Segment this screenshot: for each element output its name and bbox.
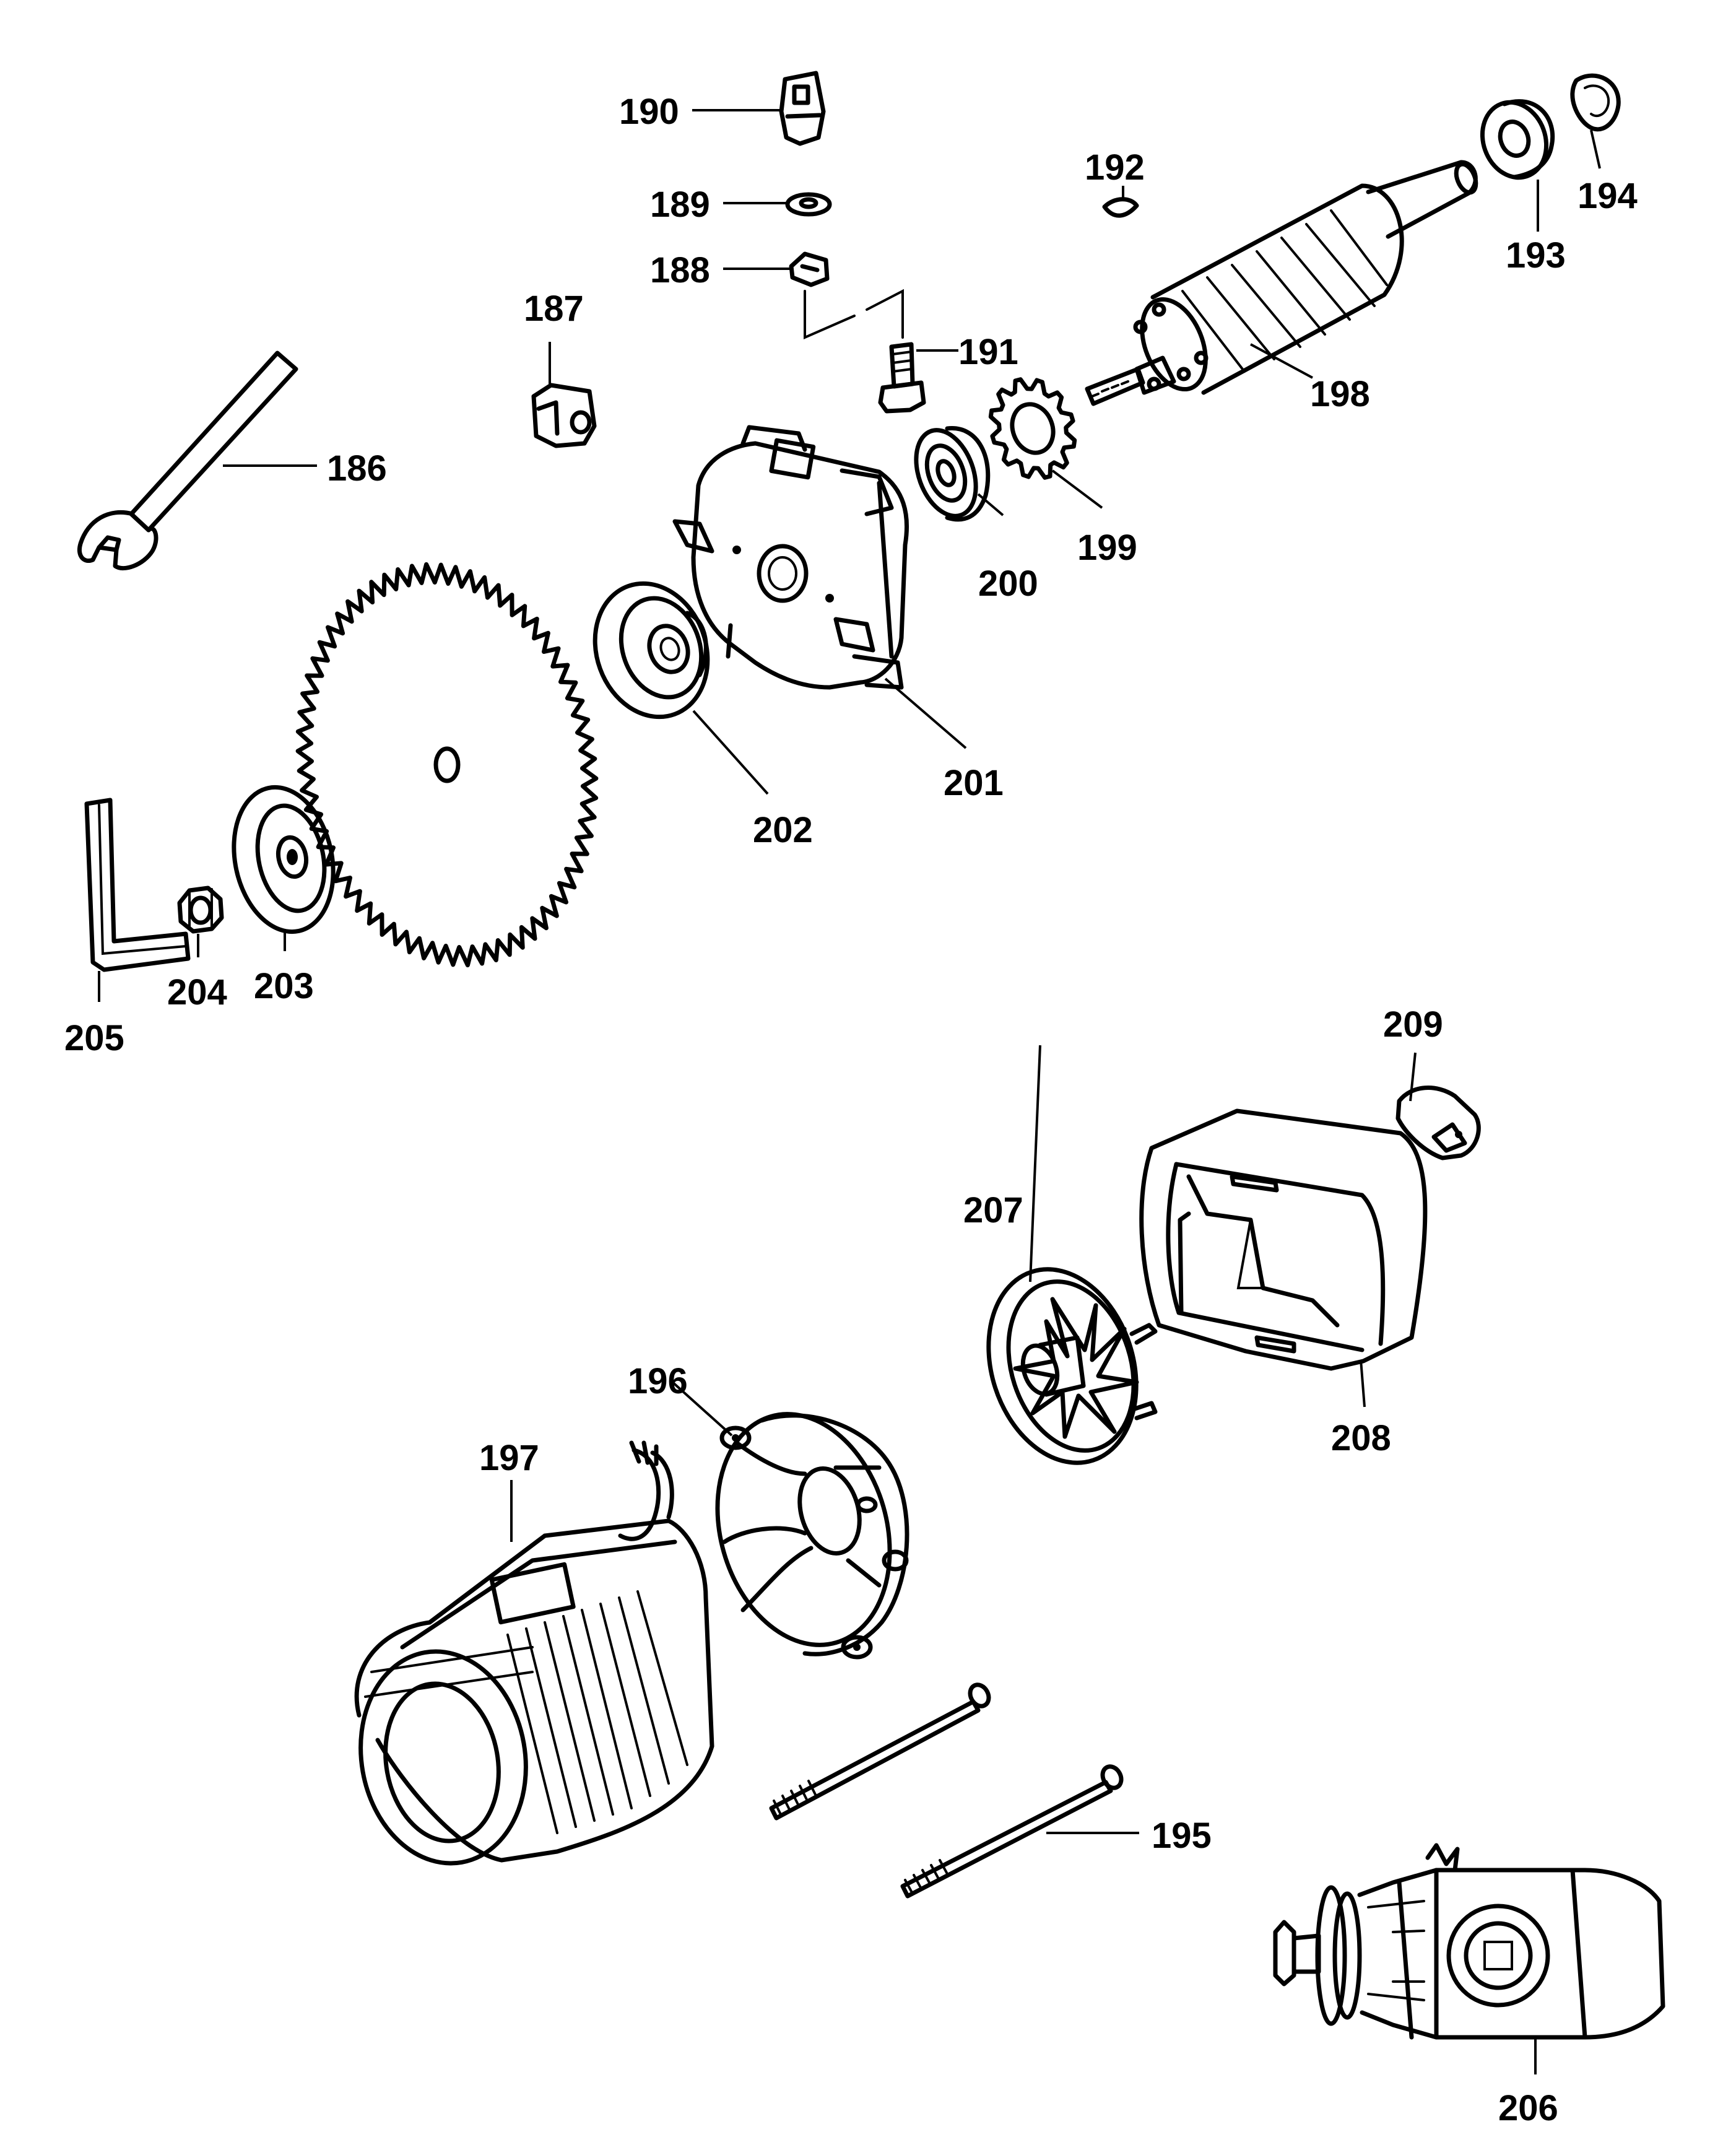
callout-207: 207 — [963, 1190, 1023, 1230]
callout-194: 194 — [1578, 176, 1638, 216]
callout-197: 197 — [479, 1438, 539, 1478]
callout-199: 199 — [1077, 528, 1137, 568]
part-194-drawing — [1570, 73, 1621, 132]
callout-186: 186 — [327, 448, 387, 489]
callout-198: 198 — [1310, 374, 1370, 414]
part-207-drawing — [986, 1267, 1158, 1465]
part-198-drawing — [1085, 160, 1478, 406]
callout-193: 193 — [1506, 235, 1566, 276]
part-209-drawing — [1395, 1086, 1481, 1160]
callout-201: 201 — [944, 763, 1004, 803]
callout-206: 206 — [1498, 2088, 1558, 2128]
part-204-drawing — [177, 886, 224, 934]
callout-202: 202 — [753, 810, 813, 850]
part-197-drawing — [354, 1440, 714, 1866]
callout-191: 191 — [958, 332, 1018, 372]
callout-203: 203 — [254, 966, 314, 1006]
callout-192: 192 — [1085, 147, 1145, 188]
callout-187: 187 — [524, 289, 584, 329]
part-205-drawing — [84, 798, 191, 972]
part-188-drawing — [789, 251, 830, 287]
part-193-drawing — [1480, 99, 1555, 180]
leader-lines — [98, 109, 1601, 2074]
callout-205: 205 — [64, 1018, 124, 1058]
part-203-drawing — [232, 785, 336, 934]
callout-190: 190 — [619, 92, 679, 132]
part-208-drawing — [1139, 1108, 1428, 1371]
part-201-drawing — [672, 425, 909, 690]
part-199-drawing — [988, 377, 1077, 480]
part-196-drawing — [715, 1412, 909, 1660]
assembly-line-188-191 — [804, 289, 904, 340]
callout-labels: 190 189 188 191 192 193 194 187 186 198 … — [64, 92, 1638, 2128]
callout-188: 188 — [650, 250, 710, 290]
callout-189: 189 — [650, 185, 710, 225]
callout-209: 209 — [1383, 1004, 1443, 1045]
callout-196: 196 — [628, 1361, 688, 1401]
saw-blade-drawing — [295, 562, 599, 968]
part-202-drawing — [592, 581, 710, 720]
part-187-drawing — [531, 383, 597, 448]
callout-208: 208 — [1331, 1418, 1391, 1458]
callout-200: 200 — [978, 564, 1038, 604]
callout-204: 204 — [167, 972, 227, 1012]
part-200-drawing — [914, 426, 991, 522]
part-190-drawing — [779, 71, 826, 146]
part-189-drawing — [785, 192, 832, 217]
callout-195: 195 — [1152, 1816, 1212, 1856]
part-191-drawing — [878, 342, 926, 414]
part-192-drawing — [1102, 197, 1139, 218]
part-206-drawing — [1273, 1843, 1665, 2040]
part-186-drawing — [77, 350, 298, 571]
part-195-drawing — [769, 1682, 1124, 1899]
